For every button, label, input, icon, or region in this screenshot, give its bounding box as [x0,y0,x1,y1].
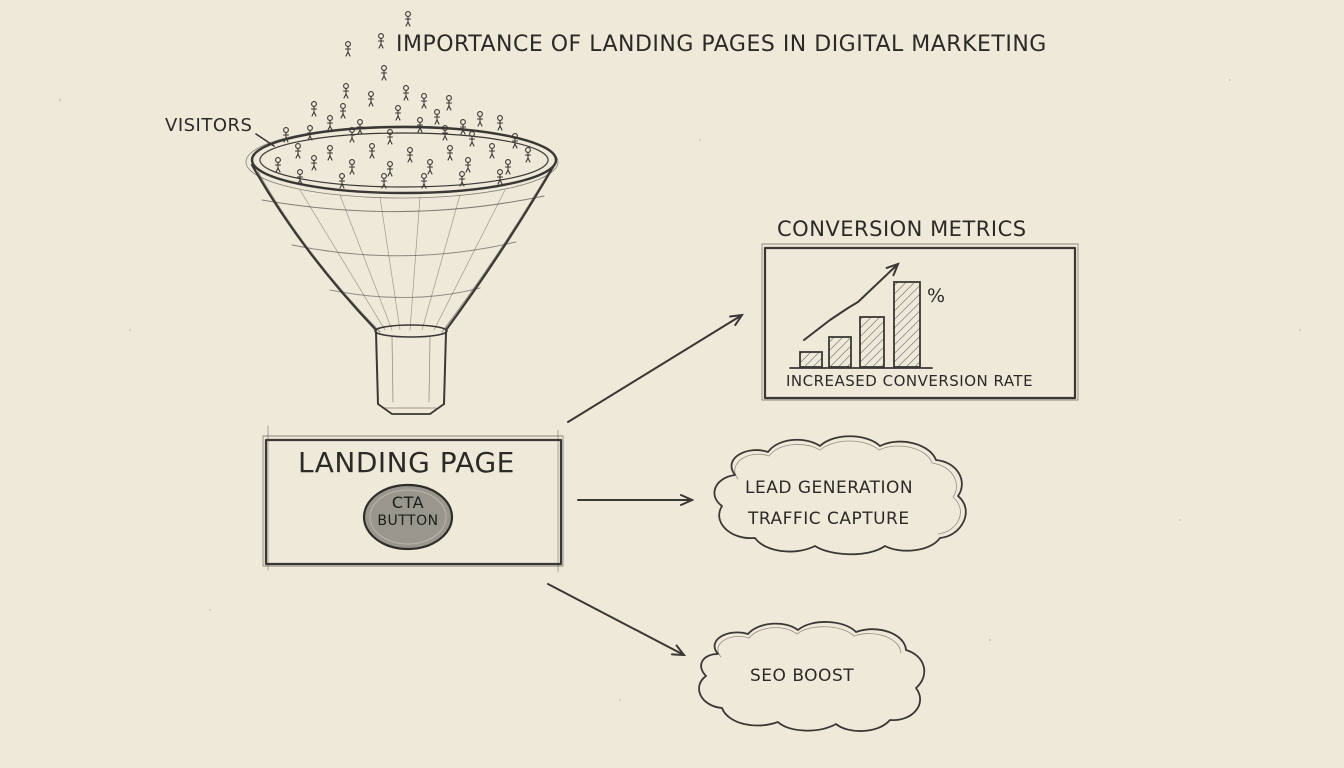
visitor-figure [468,131,476,147]
visitor-figure [459,119,467,135]
visitor-figure [338,173,346,189]
visitor-figure [445,95,453,111]
diagram-title: IMPORTANCE OF LANDING PAGES IN DIGITAL M… [396,32,1047,57]
visitor-figure [326,145,334,161]
visitor-figure [296,169,304,185]
visitor-figure [524,147,532,163]
arrow-to-seo-boost [547,583,684,655]
visitor-figure [342,83,350,99]
bar-4 [893,281,921,368]
lead-generation-cloud [713,435,967,556]
cta-line-1: CTA [391,493,425,512]
seo-boost-cloud [698,621,926,732]
visitor-figure [464,157,472,173]
visitors-pointer-line [255,133,275,147]
visitor-figure [476,111,484,127]
visitor-figure [504,159,512,175]
visitor-figure [380,173,388,189]
cta-line-2: BUTTON [377,513,439,529]
visitor-figure [282,127,290,143]
visitor-figure [404,11,412,27]
paper-texture [58,78,1301,701]
visitor-figure [496,115,504,131]
visitor-figure [386,161,394,177]
visitor-figure [377,33,385,49]
visitor-figure [339,103,347,119]
bar-3 [859,316,885,368]
visitor-figure [356,119,364,135]
visitor-figure [488,143,496,159]
visitor-figure [420,93,428,109]
lead-generation-label: LEAD GENERATION [745,478,914,498]
bar-1 [799,351,823,368]
visitor-figure [344,41,352,57]
visitor-figure [306,125,314,141]
seo-boost-label: SEO BOOST [750,666,855,686]
funnel-illustration [245,125,559,415]
visitor-figure [416,117,424,133]
visitor-figure [420,173,428,189]
conversion-caption: INCREASED CONVERSION RATE [786,372,1034,390]
visitor-figure [446,145,454,161]
conversion-metrics-title: CONVERSION METRICS [777,217,1027,241]
visitor-figure [310,155,318,171]
visitor-figure [394,105,402,121]
cta-button-shape [362,483,454,551]
visitor-figure [511,133,519,149]
visitor-figure [294,143,302,159]
visitor-figure [386,129,394,145]
percent-symbol: % [927,285,946,307]
visitor-figure [348,127,356,143]
traffic-capture-label: TRAFFIC CAPTURE [748,509,910,529]
visitor-figure [496,169,504,185]
landing-page-box [262,425,564,573]
visitor-figure [274,157,282,173]
visitor-figure [380,65,388,81]
conversion-metrics-box [761,243,1079,401]
arrow-to-conversion-metrics [567,315,742,423]
visitor-crowd [274,11,532,189]
visitor-figure [458,171,466,187]
visitors-label: VISITORS [165,115,253,136]
visitor-figure [326,115,334,131]
cta-button: CTA BUTTON [364,494,452,530]
visitor-figure [348,159,356,175]
visitor-figure [368,143,376,159]
visitor-figure [402,85,410,101]
visitor-figure [310,101,318,117]
visitor-figure [433,109,441,125]
visitor-figure [426,159,434,175]
visitor-figure [367,91,375,107]
bar-2 [828,336,852,368]
growth-trend-arrow [803,264,898,341]
landing-page-label: LANDING PAGE [298,446,515,479]
visitor-figure [406,147,414,163]
visitor-figure [441,125,449,141]
growth-bar-chart [789,281,933,369]
